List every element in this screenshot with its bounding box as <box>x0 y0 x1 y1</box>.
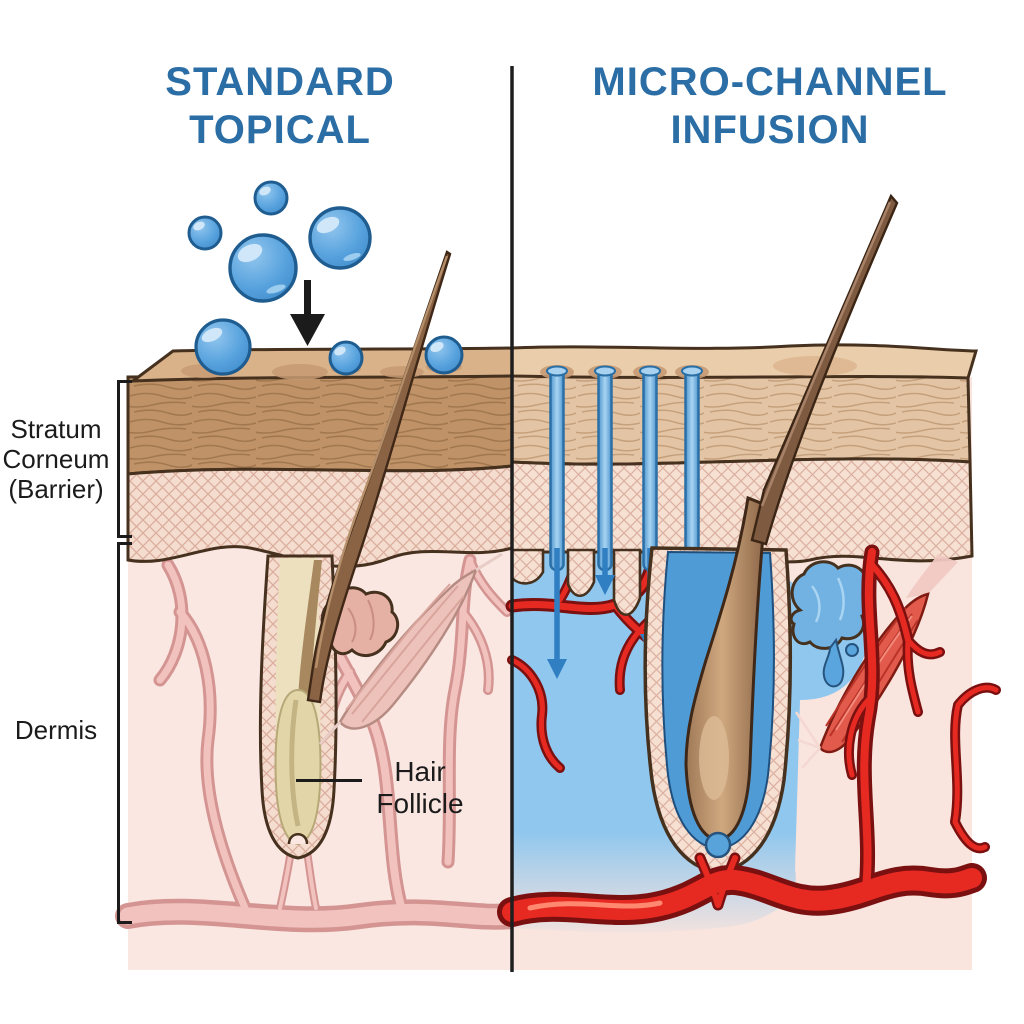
droplet <box>187 215 223 251</box>
hair-follicle-pointer-line <box>296 779 362 782</box>
right-title-line2: INFUSION <box>670 108 870 152</box>
left-title-line2: TOPICAL <box>189 108 371 152</box>
barrier-layer-left <box>126 464 514 569</box>
stratum-corneum-bracket <box>117 380 132 538</box>
hair-shaft-left <box>306 250 452 704</box>
skin-surface-right <box>510 343 978 380</box>
right-panel-title: MICRO-CHANNEL INFUSION <box>550 58 990 154</box>
hair-follicle-label: Hair Follicle <box>376 756 464 820</box>
left-title-line1: STANDARD <box>165 60 395 104</box>
droplet <box>424 335 464 375</box>
left-panel <box>115 180 525 970</box>
droplet <box>194 318 252 376</box>
stratum-corneum-label: Stratum Corneum (Barrier) <box>2 414 110 504</box>
micro-channels <box>540 365 709 679</box>
droplet <box>308 206 372 270</box>
droplet <box>253 180 289 216</box>
stratum-corneum-layer-left <box>126 372 514 476</box>
right-title-line1: MICRO-CHANNEL <box>592 60 948 104</box>
dermal-papilla-left <box>287 833 309 845</box>
hair-root-left <box>298 560 322 702</box>
dermal-papilla-right <box>704 831 732 859</box>
topical-droplets <box>187 180 464 376</box>
hair-shaft-right <box>750 193 899 546</box>
micro-channel <box>549 368 700 572</box>
right-panel <box>497 193 1001 970</box>
down-arrow-icon <box>290 280 325 346</box>
dermis-label: Dermis <box>14 715 98 745</box>
left-panel-title: STANDARD TOPICAL <box>70 58 490 154</box>
droplet <box>228 233 298 303</box>
red-blood-vessels-right <box>497 544 1001 927</box>
dermis-bracket <box>117 542 132 924</box>
stratum-corneum-layer-right <box>510 372 972 466</box>
droplet <box>328 340 364 376</box>
hair-follicle-left <box>258 554 338 860</box>
muscle-striations-left <box>345 583 465 723</box>
hair-follicle-right <box>643 495 793 874</box>
sebaceous-gland-right <box>789 560 875 688</box>
